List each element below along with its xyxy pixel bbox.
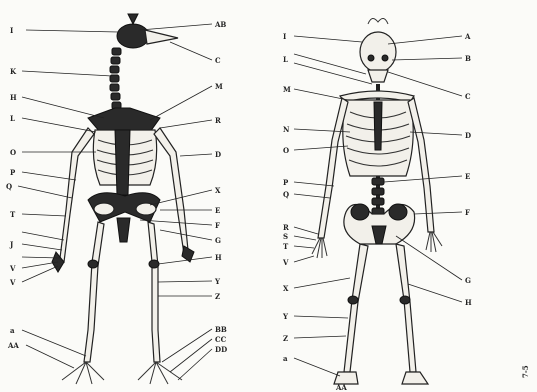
human-label-A: A	[464, 32, 471, 41]
bird-label-CC: CC	[215, 335, 227, 344]
bird-label-O: O	[10, 148, 16, 157]
human-label-T: T	[283, 242, 289, 251]
human-label-E: E	[465, 172, 470, 181]
bird-label-Q: Q	[6, 182, 12, 191]
bird-label-Z: Z	[215, 292, 220, 301]
human-label-S: S	[283, 232, 288, 241]
bird-labels-left: I K H L O P Q T J V V a AA	[6, 26, 19, 350]
bird-label-L: L	[10, 114, 15, 123]
bird-label-K: K	[10, 67, 17, 76]
human-label-G: G	[465, 276, 471, 285]
bird-label-AA: AA	[7, 341, 19, 350]
bird-label-G: G	[215, 236, 221, 245]
human-label-L: L	[283, 55, 288, 64]
bird-label-AB: AB	[214, 20, 226, 29]
human-label-X: X	[283, 284, 289, 293]
bird-label-V: V	[9, 264, 16, 273]
bird-label-a: a	[10, 326, 15, 335]
bird-label-C: C	[215, 56, 221, 65]
bird-label-P: P	[10, 168, 16, 177]
bird-label-F: F	[215, 221, 220, 230]
human-label-B: B	[465, 54, 471, 63]
human-label-D: D	[465, 131, 471, 140]
bird-label-H: H	[10, 93, 17, 102]
bird-label-Y: Y	[214, 277, 221, 286]
bird-label-DD: DD	[215, 345, 227, 354]
human-label-R: R	[283, 223, 289, 232]
bird-label-BB: BB	[215, 325, 227, 334]
bird-label-D: D	[215, 150, 221, 159]
human-label-H: H	[465, 298, 472, 307]
human-labels-left: I L M N O P Q R S T V X Y Z a	[282, 32, 291, 363]
human-label-F: F	[465, 208, 470, 217]
human-label-Y: Y	[282, 312, 289, 321]
human-label-I: I	[283, 32, 286, 41]
bird-labels-right: AB C M R D X E F G H Y Z BB CC DD	[214, 20, 227, 354]
human-label-M: M	[283, 85, 291, 94]
bird-label-T: T	[10, 210, 16, 219]
bird-skeleton	[52, 14, 194, 384]
human-label-a: a	[283, 354, 288, 363]
corner-note: 7-5	[521, 365, 530, 378]
bird-label-H2: H	[215, 253, 222, 262]
bird-label-J: J	[9, 240, 14, 249]
bird-label-I: I	[10, 26, 13, 35]
human-label-P: P	[283, 178, 289, 187]
human-label-Z: Z	[283, 334, 288, 343]
human-label-AA: AA	[335, 383, 347, 392]
human-label-Q: Q	[283, 190, 289, 199]
human-label-C: C	[465, 92, 471, 101]
human-label-N: N	[283, 125, 290, 134]
bird-label-X: X	[215, 186, 221, 195]
human-label-O: O	[283, 146, 289, 155]
bird-label-E: E	[215, 206, 220, 215]
bird-label-R: R	[215, 116, 221, 125]
human-label-V: V	[282, 258, 289, 267]
bird-label-V2: V	[9, 278, 16, 287]
bird-label-M: M	[215, 82, 223, 91]
